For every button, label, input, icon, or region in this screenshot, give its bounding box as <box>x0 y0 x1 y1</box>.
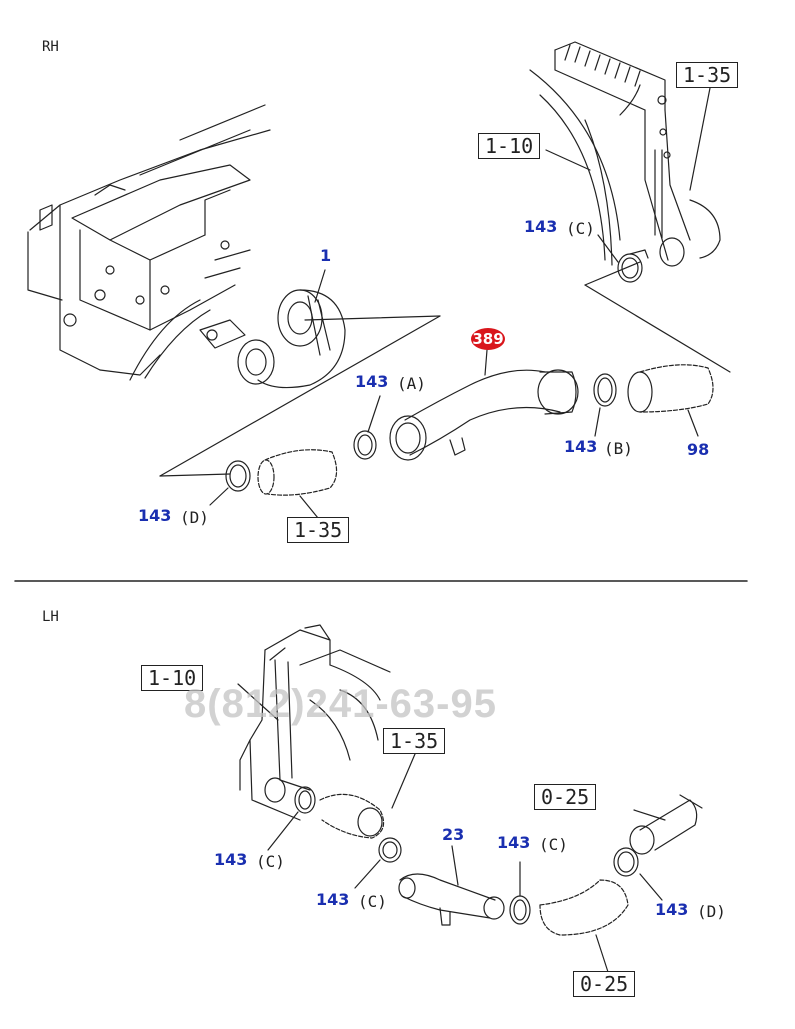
lh-callout-clamp-c2-letter: (C) <box>358 892 387 911</box>
rh-callout-part-1[interactable]: 1 <box>320 246 332 265</box>
leader-part-23 <box>451 845 459 886</box>
rh-callout-clamp-d-letter: (D) <box>180 508 209 527</box>
leader-part-389 <box>484 349 488 376</box>
leader-ref-1-35-lh <box>391 753 416 809</box>
lh-hose-0-25-bottom <box>539 879 629 936</box>
rh-ref-box-1-10[interactable]: 1-10 <box>478 133 541 159</box>
rh-assembly-line-b <box>159 315 441 477</box>
leader-clamp-c2 <box>354 859 381 889</box>
rh-callout-clamp-b-number[interactable]: 143 <box>564 437 598 456</box>
rh-ref-box-1-35-bottom[interactable]: 1-35 <box>287 517 350 543</box>
rh-assembly-line-a <box>304 315 441 321</box>
lh-callout-clamp-c2-number[interactable]: 143 <box>316 890 350 909</box>
rh-callout-clamp-a-letter: (A) <box>397 374 426 393</box>
rh-ref-box-1-35-top[interactable]: 1-35 <box>676 62 739 88</box>
rh-part-1-elbow <box>199 289 346 389</box>
lh-callout-clamp-c3-number[interactable]: 143 <box>497 833 531 852</box>
rh-callout-clamp-d-number[interactable]: 143 <box>138 506 172 525</box>
lh-clamp-c3 <box>509 895 531 925</box>
lh-ref-box-0-25-bottom[interactable]: 0-25 <box>573 971 636 997</box>
lh-ref-box-1-35[interactable]: 1-35 <box>383 728 446 754</box>
section-label-rh: RH <box>42 39 59 55</box>
lh-callout-clamp-d-letter: (D) <box>697 902 726 921</box>
lh-part-23-pipe <box>398 873 505 926</box>
leader-ref-0-25-bottom <box>595 934 609 973</box>
lh-clamp-c1 <box>294 786 316 814</box>
rh-callout-part-389-highlight[interactable]: 389 <box>471 328 505 350</box>
leader-clamp-b <box>594 407 601 437</box>
leader-ref-0-25-top <box>633 809 666 821</box>
leader-ref-1-10-rh <box>545 149 591 171</box>
rh-callout-clamp-a-number[interactable]: 143 <box>355 372 389 391</box>
rh-callout-clamp-c-letter: (C) <box>566 219 595 238</box>
leader-part-1 <box>314 269 326 303</box>
lh-callout-clamp-d-number[interactable]: 143 <box>655 900 689 919</box>
rh-callout-clamp-b-letter: (B) <box>604 439 633 458</box>
lh-hose-1-35 <box>319 793 385 839</box>
rh-part-98-hose <box>627 364 714 413</box>
lh-callout-clamp-c1-number[interactable]: 143 <box>214 850 248 869</box>
leader-part-98 <box>687 409 699 437</box>
rh-part-389-pipe <box>389 369 579 461</box>
leader-ref-1-35-bottom <box>299 495 319 519</box>
lh-ref-box-0-25-top[interactable]: 0-25 <box>534 784 597 810</box>
rh-clamp-c <box>617 249 649 283</box>
leader-clamp-d-lh <box>639 873 663 901</box>
watermark-phone: 8(812)241-63-95 <box>184 682 497 726</box>
section-label-lh: LH <box>42 609 59 625</box>
lh-callout-clamp-c1-letter: (C) <box>256 852 285 871</box>
rh-engine-block <box>27 104 271 381</box>
leader-clamp-c-rh <box>597 234 619 263</box>
lh-callout-clamp-c3-letter: (C) <box>539 835 568 854</box>
lh-clamp-d <box>613 847 639 877</box>
leader-clamp-d-rh <box>209 487 229 506</box>
rh-clamp-a <box>353 430 377 460</box>
leader-clamp-c1 <box>267 811 299 851</box>
rh-hose-1-35 <box>257 449 338 496</box>
leader-ref-1-35-top <box>689 87 711 191</box>
rh-radiator <box>529 41 721 267</box>
lh-clamp-c2 <box>378 837 402 863</box>
rh-assembly-line-right <box>584 284 731 373</box>
rh-assembly-line-right-top <box>584 261 641 286</box>
leader-clamp-a <box>367 395 381 433</box>
rh-clamp-d <box>225 460 251 492</box>
rh-assembly-line-c <box>159 473 231 477</box>
rh-callout-part-98[interactable]: 98 <box>687 440 710 459</box>
lh-callout-part-23[interactable]: 23 <box>442 825 465 844</box>
rh-clamp-b <box>593 373 617 407</box>
rh-callout-clamp-c-number[interactable]: 143 <box>524 217 558 236</box>
lh-engine-radiator <box>239 624 391 821</box>
lh-ref-box-1-10[interactable]: 1-10 <box>141 665 204 691</box>
leader-ref-1-10-lh <box>237 683 279 721</box>
lh-hose-0-25-top <box>629 794 703 855</box>
